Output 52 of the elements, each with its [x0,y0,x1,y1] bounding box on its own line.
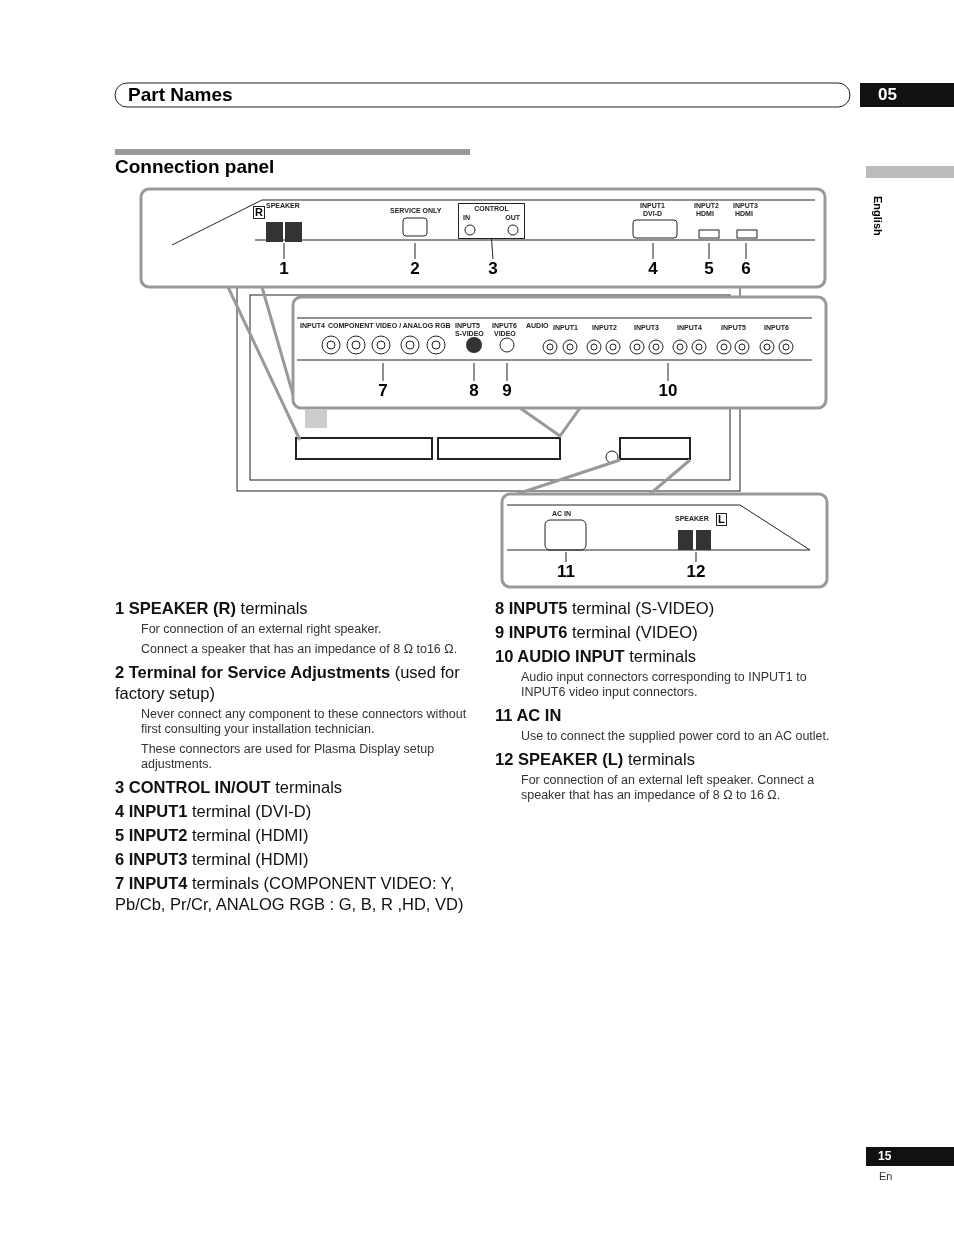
leader-line [283,242,285,260]
item-description: For connection of an external right speaker. [141,622,383,637]
item-description: Connect a speaker that has an impedance of 8 Ω to16 Ω. [141,642,459,657]
callout-number: 3 [480,259,506,279]
chapter-number: 05 [878,84,897,106]
leader-line [473,362,475,382]
item-heading: 12 SPEAKER (L) terminals [495,749,696,770]
item-description: These connectors are used for Plasma Display setup adjustments. [141,742,436,772]
item-heading: 7 INPUT4 terminals (COMPONENT VIDEO: Y, Pb/Cb, Pr/Cr, ANALOG RGB : G, B, R ,HD, VD) [115,873,465,915]
leader-line [565,551,567,563]
page-number: 15 [878,1149,892,1164]
callout-number: 6 [733,259,759,279]
callout-number: 10 [655,381,681,401]
leader-line [652,242,654,260]
item-heading: 1 SPEAKER (R) terminals [115,598,309,619]
callout-number: 8 [461,381,487,401]
item-heading: 9 INPUT6 terminal (VIDEO) [495,622,699,643]
callout-number: 12 [683,562,709,582]
item-description: Audio input connectors corresponding to INPUT1 to INPUT6 video input connectors. [521,670,808,700]
leader-line [667,362,669,382]
leader-line [695,551,697,563]
item-heading: 3 CONTROL IN/OUT terminals [115,777,344,798]
callout-number: 4 [640,259,666,279]
section-heading: Connection panel [115,156,275,178]
item-description: Never connect any component to these connectors without first consulting your installation technician. [141,707,468,737]
item-heading: 10 AUDIO INPUT terminals [495,646,698,667]
callout-number: 9 [494,381,520,401]
callout-number: 5 [696,259,722,279]
page-title: Part Names [128,83,233,107]
leader-line [382,362,384,382]
terminal-group-box [458,203,525,239]
item-heading: 4 INPUT1 terminal (DVI-D) [115,801,313,822]
item-description: For connection of an external left speaker. Connect a speaker that has an impedance of 8 Ω to 16 Ω. [521,773,816,803]
leader-line [506,362,508,382]
language-code: En [879,1170,893,1182]
callout-number: 2 [402,259,428,279]
item-heading: 2 Terminal for Service Adjustments (used for factory setup) [115,662,461,704]
side-letter: R [253,206,265,219]
callout-number: 11 [553,562,579,582]
item-heading: 11 AC IN [495,705,563,726]
item-description: Use to connect the supplied power cord to an AC outlet. [521,729,831,744]
leader-line [745,242,747,260]
language-label: English [872,196,884,236]
item-heading: 8 INPUT5 terminal (S-VIDEO) [495,598,716,619]
leader-line [491,238,494,260]
item-heading: 6 INPUT3 terminal (HDMI) [115,849,310,870]
side-letter: L [716,513,727,526]
callout-number: 1 [271,259,297,279]
leader-line [708,242,710,260]
item-heading: 5 INPUT2 terminal (HDMI) [115,825,310,846]
leader-line [414,242,416,260]
callout-number: 7 [370,381,396,401]
